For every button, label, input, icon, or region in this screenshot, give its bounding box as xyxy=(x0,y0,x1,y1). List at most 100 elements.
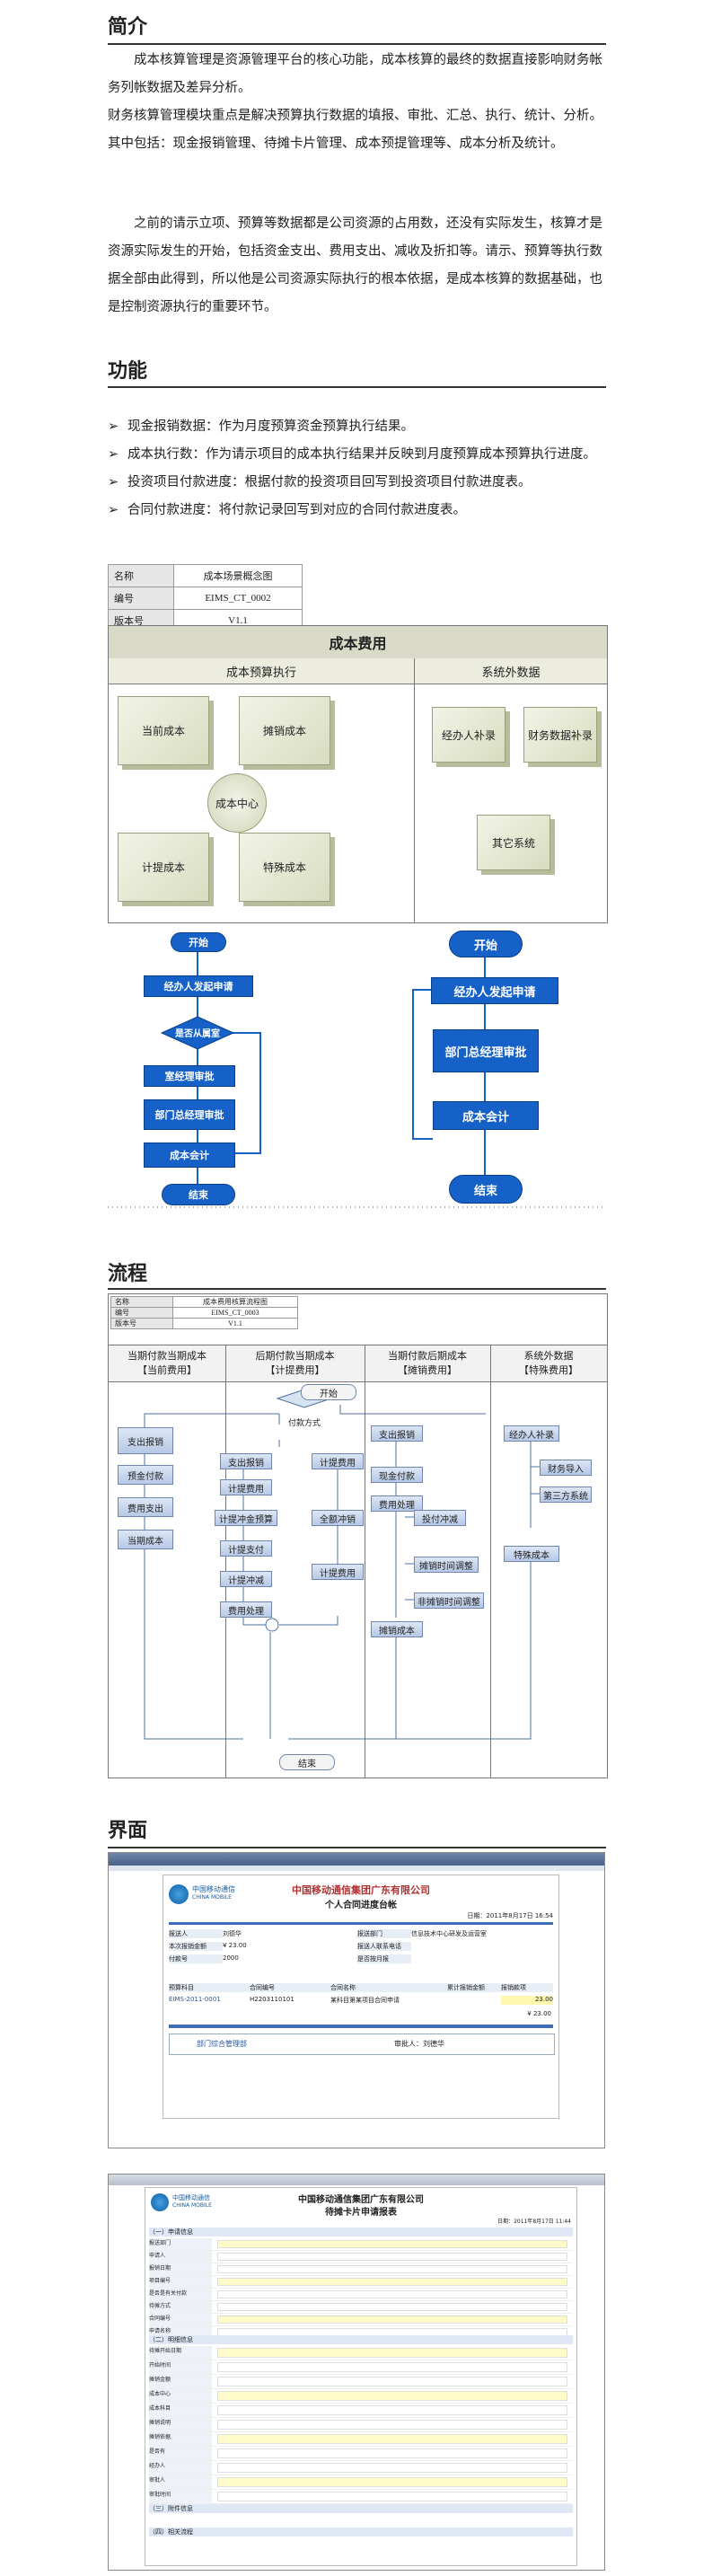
form-row-label: 是否是有关付款 xyxy=(149,2289,212,2300)
form-row: 申请人 xyxy=(149,2251,573,2263)
lane2a-step-1: 支出报销 xyxy=(220,1453,272,1469)
flow-end-left: 结束 xyxy=(162,1184,235,1205)
form-row: 摊销依据 xyxy=(149,2432,573,2447)
arrow-bullet-icon: ➢ xyxy=(108,503,119,517)
form-row-input[interactable] xyxy=(217,2477,567,2487)
form-row: 摊销说明 xyxy=(149,2418,573,2432)
ui-title: 界面 xyxy=(108,1820,148,1842)
lane1-step-4: 当期成本 xyxy=(118,1530,173,1549)
form-row: 待摊开始日期 xyxy=(149,2346,573,2360)
form-row-input[interactable] xyxy=(217,2463,567,2473)
lane2a-step-6: 费用处理 xyxy=(220,1601,272,1618)
arrow-bullet-icon: ➢ xyxy=(108,419,119,434)
lane1-step-1: 支出报销 xyxy=(118,1427,173,1454)
process-start: 开始 xyxy=(301,1384,356,1400)
form-row-input[interactable] xyxy=(217,2377,567,2386)
form-row-label: 报销日期 xyxy=(149,2263,212,2275)
section-application-info: （一）申请信息 xyxy=(149,2228,573,2236)
screenshot-amortization-form: 中国移动通信 CHINA MOBILE 中国移动通信集团广东有限公司 待摊卡片申… xyxy=(108,2174,605,2571)
logo-text-en: CHINA MOBILE xyxy=(192,1894,232,1901)
flow-cost-accountant-left: 成本会计 xyxy=(144,1142,235,1168)
form-row-input[interactable] xyxy=(217,2448,567,2458)
lane-header-3: 当期付款后期成本 【摊销费用】 xyxy=(388,1350,467,1376)
form-title: 待摊卡片申请报表 xyxy=(325,2208,397,2218)
form-row-input[interactable] xyxy=(217,2240,567,2248)
form-row: 报送部门 xyxy=(149,2238,573,2251)
form-row: 合同编号 xyxy=(149,2314,573,2326)
form-row-label: 待摊方式 xyxy=(149,2301,212,2313)
form-row-input[interactable] xyxy=(217,2278,567,2286)
lane2b-step-1: 计提费用 xyxy=(312,1453,364,1469)
box-finance-entry: 财务数据补录 xyxy=(523,707,597,763)
form-row: 成本中心 xyxy=(149,2389,573,2404)
lane1-step-2: 预金付款 xyxy=(118,1465,173,1485)
box-handler-entry: 经办人补录 xyxy=(432,707,505,763)
form-row: 审批时间 xyxy=(149,2490,573,2504)
intro-title: 简介 xyxy=(108,16,148,39)
flow-apply-right: 经办人发起申请 xyxy=(431,977,558,1004)
form-title: 个人合同进度台帐 xyxy=(325,1901,397,1910)
flow-section-manager: 室经理审批 xyxy=(144,1065,235,1087)
lane2b-step-2: 全额冲销 xyxy=(312,1510,364,1526)
form-row-input[interactable] xyxy=(217,2492,567,2501)
form-row-input[interactable] xyxy=(217,2290,567,2298)
footer-dept-link[interactable]: 部门综合管理部 xyxy=(197,2040,247,2048)
section-rule xyxy=(108,1847,606,1848)
lane-header-2: 后期付款当期成本 【计提费用】 xyxy=(255,1350,335,1376)
concept-right-title: 系统外数据 xyxy=(415,658,607,684)
list-item: ➢合同付款进度：将付款记录回写到对应的合同付款进度表。 xyxy=(108,497,606,525)
flow-end-right: 结束 xyxy=(449,1175,523,1204)
list-item: ➢投资项目付款进度：根据付款的投资项目回写到投资项目付款进度表。 xyxy=(108,469,606,497)
company-name: 中国移动通信集团广东有限公司 xyxy=(292,1884,430,1896)
section-attachments: （三）附件信息 xyxy=(149,2504,573,2513)
flow-dept-manager-left: 部门总经理审批 xyxy=(144,1099,235,1130)
box-special-cost: 特殊成本 xyxy=(239,833,330,902)
screenshot-progress-ledger: 中国移动通信 CHINA MOBILE 中国移动通信集团广东有限公司 个人合同进… xyxy=(108,1852,605,2148)
concept-diagram: 成本费用 成本预算执行 系统外数据 当前成本 摊销成本 成本中心 计提成本 特殊… xyxy=(108,625,608,923)
features-list: ➢现金报销数据：作为月度预算资金预算执行结果。 ➢成本执行数：作为请示项目的成本… xyxy=(108,413,606,525)
form-row-input[interactable] xyxy=(217,2303,567,2311)
form-row-input[interactable] xyxy=(217,2434,567,2444)
form-row-label: 合同编号 xyxy=(149,2314,212,2325)
flow-cost-accountant-right: 成本会计 xyxy=(433,1101,539,1130)
form-row-input[interactable] xyxy=(217,2420,567,2430)
flow-apply-left: 经办人发起申请 xyxy=(144,975,253,997)
form-row-input[interactable] xyxy=(217,2265,567,2273)
form-row: 摊销金额 xyxy=(149,2375,573,2389)
list-item: ➢现金报销数据：作为月度预算资金预算执行结果。 xyxy=(108,413,606,441)
box-accrued-cost: 计提成本 xyxy=(118,833,209,902)
lane2a-step-4: 计提支付 xyxy=(220,1540,272,1557)
form-row-label: 成本科目 xyxy=(149,2404,212,2417)
lane3-step-3: 费用处理 xyxy=(371,1495,423,1512)
form-row-label: 经办人 xyxy=(149,2461,212,2475)
form-row: 项目编号 xyxy=(149,2276,573,2289)
form-row: 是否有 xyxy=(149,2447,573,2461)
arrow-bullet-icon: ➢ xyxy=(108,475,119,490)
box-amortized-cost: 摊销成本 xyxy=(239,696,330,765)
lane4-step-3: 第三方系统 xyxy=(540,1486,592,1503)
lane3-step-4: 投付冲减 xyxy=(414,1510,466,1526)
lane2a-step-3: 计提冲金预算 xyxy=(215,1510,277,1526)
lane3-step-7: 摊销成本 xyxy=(371,1621,423,1637)
lane1-step-3: 费用支出 xyxy=(118,1497,173,1517)
lane3-step-5: 摊销时间调整 xyxy=(414,1557,479,1573)
form-row-input[interactable] xyxy=(217,2253,567,2261)
lane3-step-1: 支出报销 xyxy=(371,1425,423,1442)
form-row-input[interactable] xyxy=(217,2362,567,2372)
intro-paragraph-1: 成本核算管理是资源管理平台的核心功能，成本核算的最终的数据直接影响财务帐务列帐数… xyxy=(108,53,602,95)
flow-dept-manager-right: 部门总经理审批 xyxy=(433,1029,539,1072)
section-related-flow: （四）相关流程 xyxy=(149,2527,573,2536)
process-connectors xyxy=(144,1389,540,1740)
flow-start-left: 开始 xyxy=(171,932,226,952)
form-row-input[interactable] xyxy=(217,2405,567,2415)
form-row-input[interactable] xyxy=(217,2316,567,2324)
form-row-label: 项目编号 xyxy=(149,2276,212,2288)
form-row-label: 待摊开始日期 xyxy=(149,2346,212,2360)
form-row-input[interactable] xyxy=(217,2391,567,2401)
flow-connectors xyxy=(108,950,606,1208)
flow-decision-label: 是否从属室 xyxy=(175,1029,220,1039)
form-row-input[interactable] xyxy=(217,2348,567,2358)
box-other-system: 其它系统 xyxy=(477,815,550,870)
box-current-cost: 当前成本 xyxy=(118,696,209,765)
